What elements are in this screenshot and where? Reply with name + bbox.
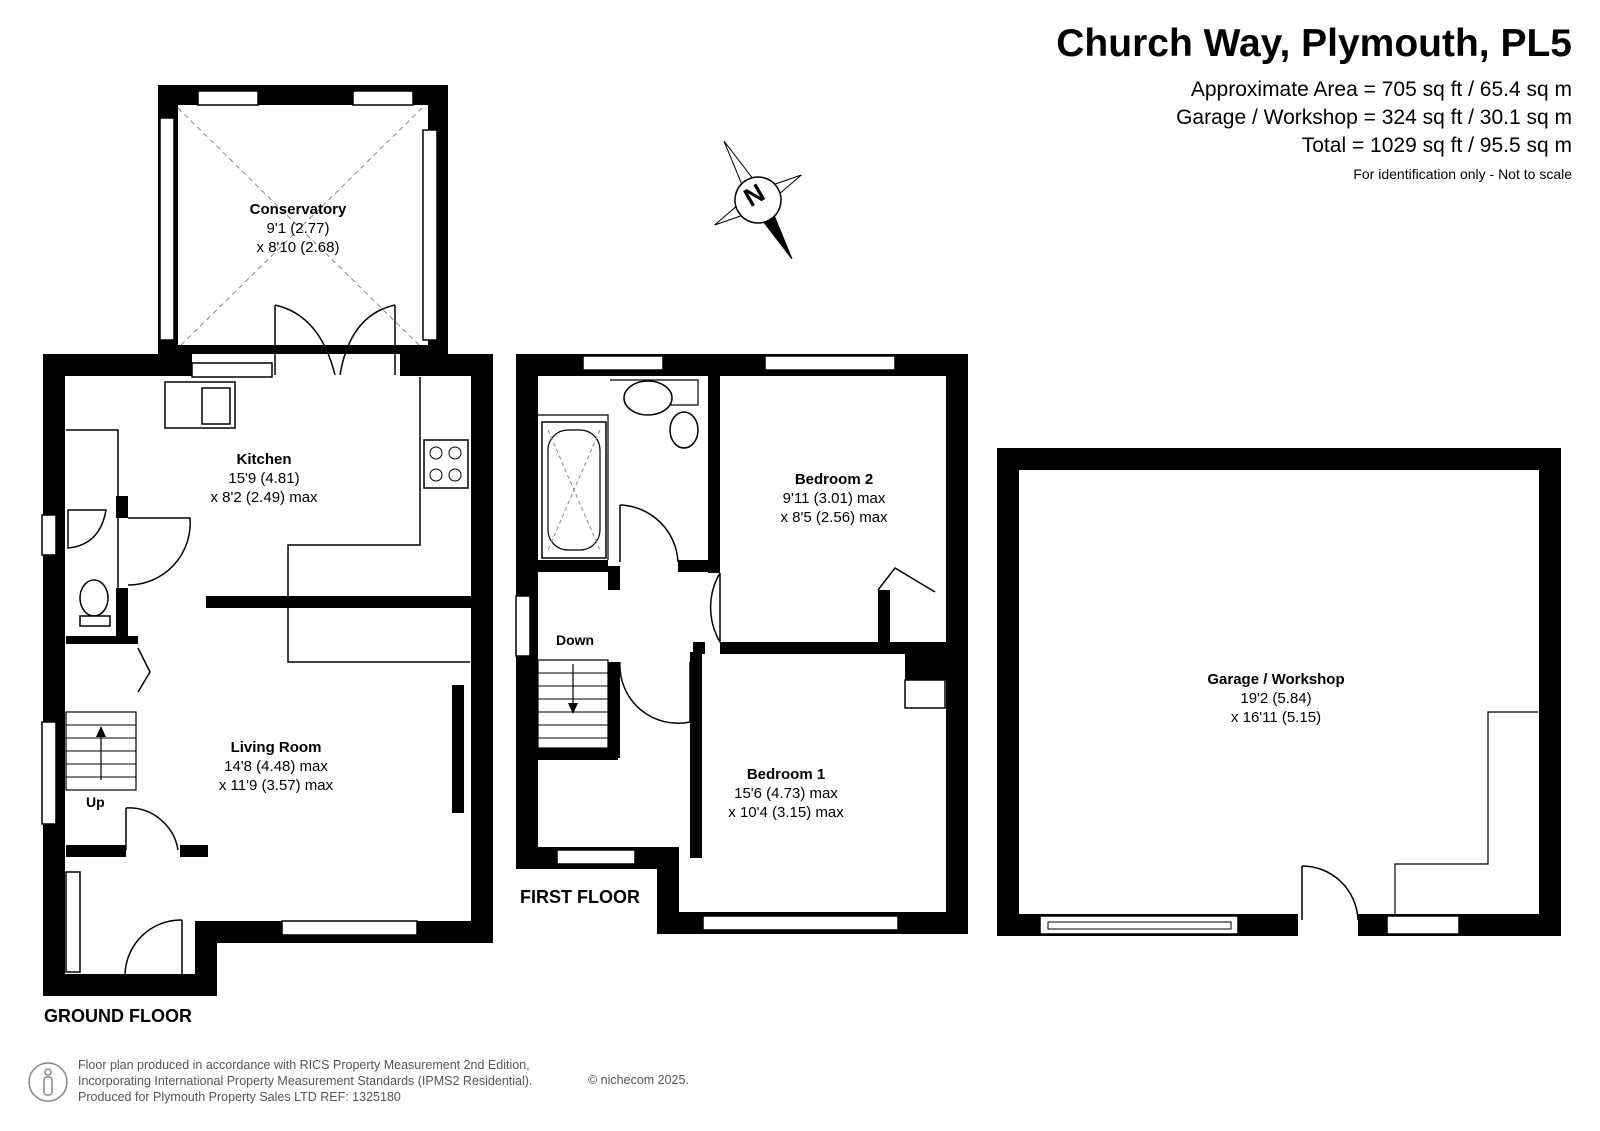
toilet-icon bbox=[79, 579, 109, 617]
footer-text: Floor plan produced in accordance with R… bbox=[78, 1058, 533, 1104]
toilet-icon bbox=[669, 411, 699, 449]
identification-note: For identification only - Not to scale bbox=[1353, 166, 1572, 182]
first-floor-label: FIRST FLOOR bbox=[520, 887, 640, 907]
stairs-up-label: Up bbox=[86, 794, 105, 810]
garage-area: Garage / Workshop = 324 sq ft / 30.1 sq … bbox=[1176, 106, 1572, 129]
room-kitchen: Kitchen 15'9 (4.81) x 8'2 (2.49) max bbox=[210, 451, 318, 506]
property-title: Church Way, Plymouth, PL5 bbox=[1056, 22, 1572, 65]
approximate-area: Approximate Area = 705 sq ft / 65.4 sq m bbox=[1190, 78, 1572, 101]
first-floor-plan bbox=[515, 354, 968, 934]
room-conservatory: Conservatory 9'1 (2.77) x 8'10 (2.68) bbox=[249, 201, 347, 256]
basin-icon bbox=[623, 380, 673, 416]
ground-floor-label: GROUND FLOOR bbox=[44, 1006, 192, 1026]
room-garage-workshop: Garage / Workshop 19'2 (5.84) x 16'11 (5… bbox=[1207, 671, 1345, 726]
ground-floor-plan bbox=[41, 85, 493, 996]
stairs-down-label: Down bbox=[556, 632, 595, 648]
compass-icon bbox=[714, 140, 802, 260]
basin-icon bbox=[67, 509, 107, 549]
room-bedroom-1: Bedroom 1 15'6 (4.73) max x 10'4 (3.15) … bbox=[728, 766, 844, 821]
copyright: © nichecom 2025. bbox=[588, 1073, 689, 1087]
room-bedroom-2: Bedroom 2 9'11 (3.01) max x 8'5 (2.56) m… bbox=[780, 471, 888, 526]
first-floor-walls bbox=[516, 354, 968, 934]
hob-icon bbox=[423, 439, 469, 489]
garage-plan bbox=[997, 448, 1561, 936]
total-area: Total = 1029 sq ft / 95.5 sq m bbox=[1301, 134, 1572, 157]
room-living-room: Living Room 14'8 (4.48) max x 11'9 (3.57… bbox=[218, 739, 334, 794]
ground-floor-walls bbox=[43, 354, 493, 996]
garage-walls bbox=[997, 448, 1561, 936]
person-icon bbox=[28, 1062, 68, 1102]
